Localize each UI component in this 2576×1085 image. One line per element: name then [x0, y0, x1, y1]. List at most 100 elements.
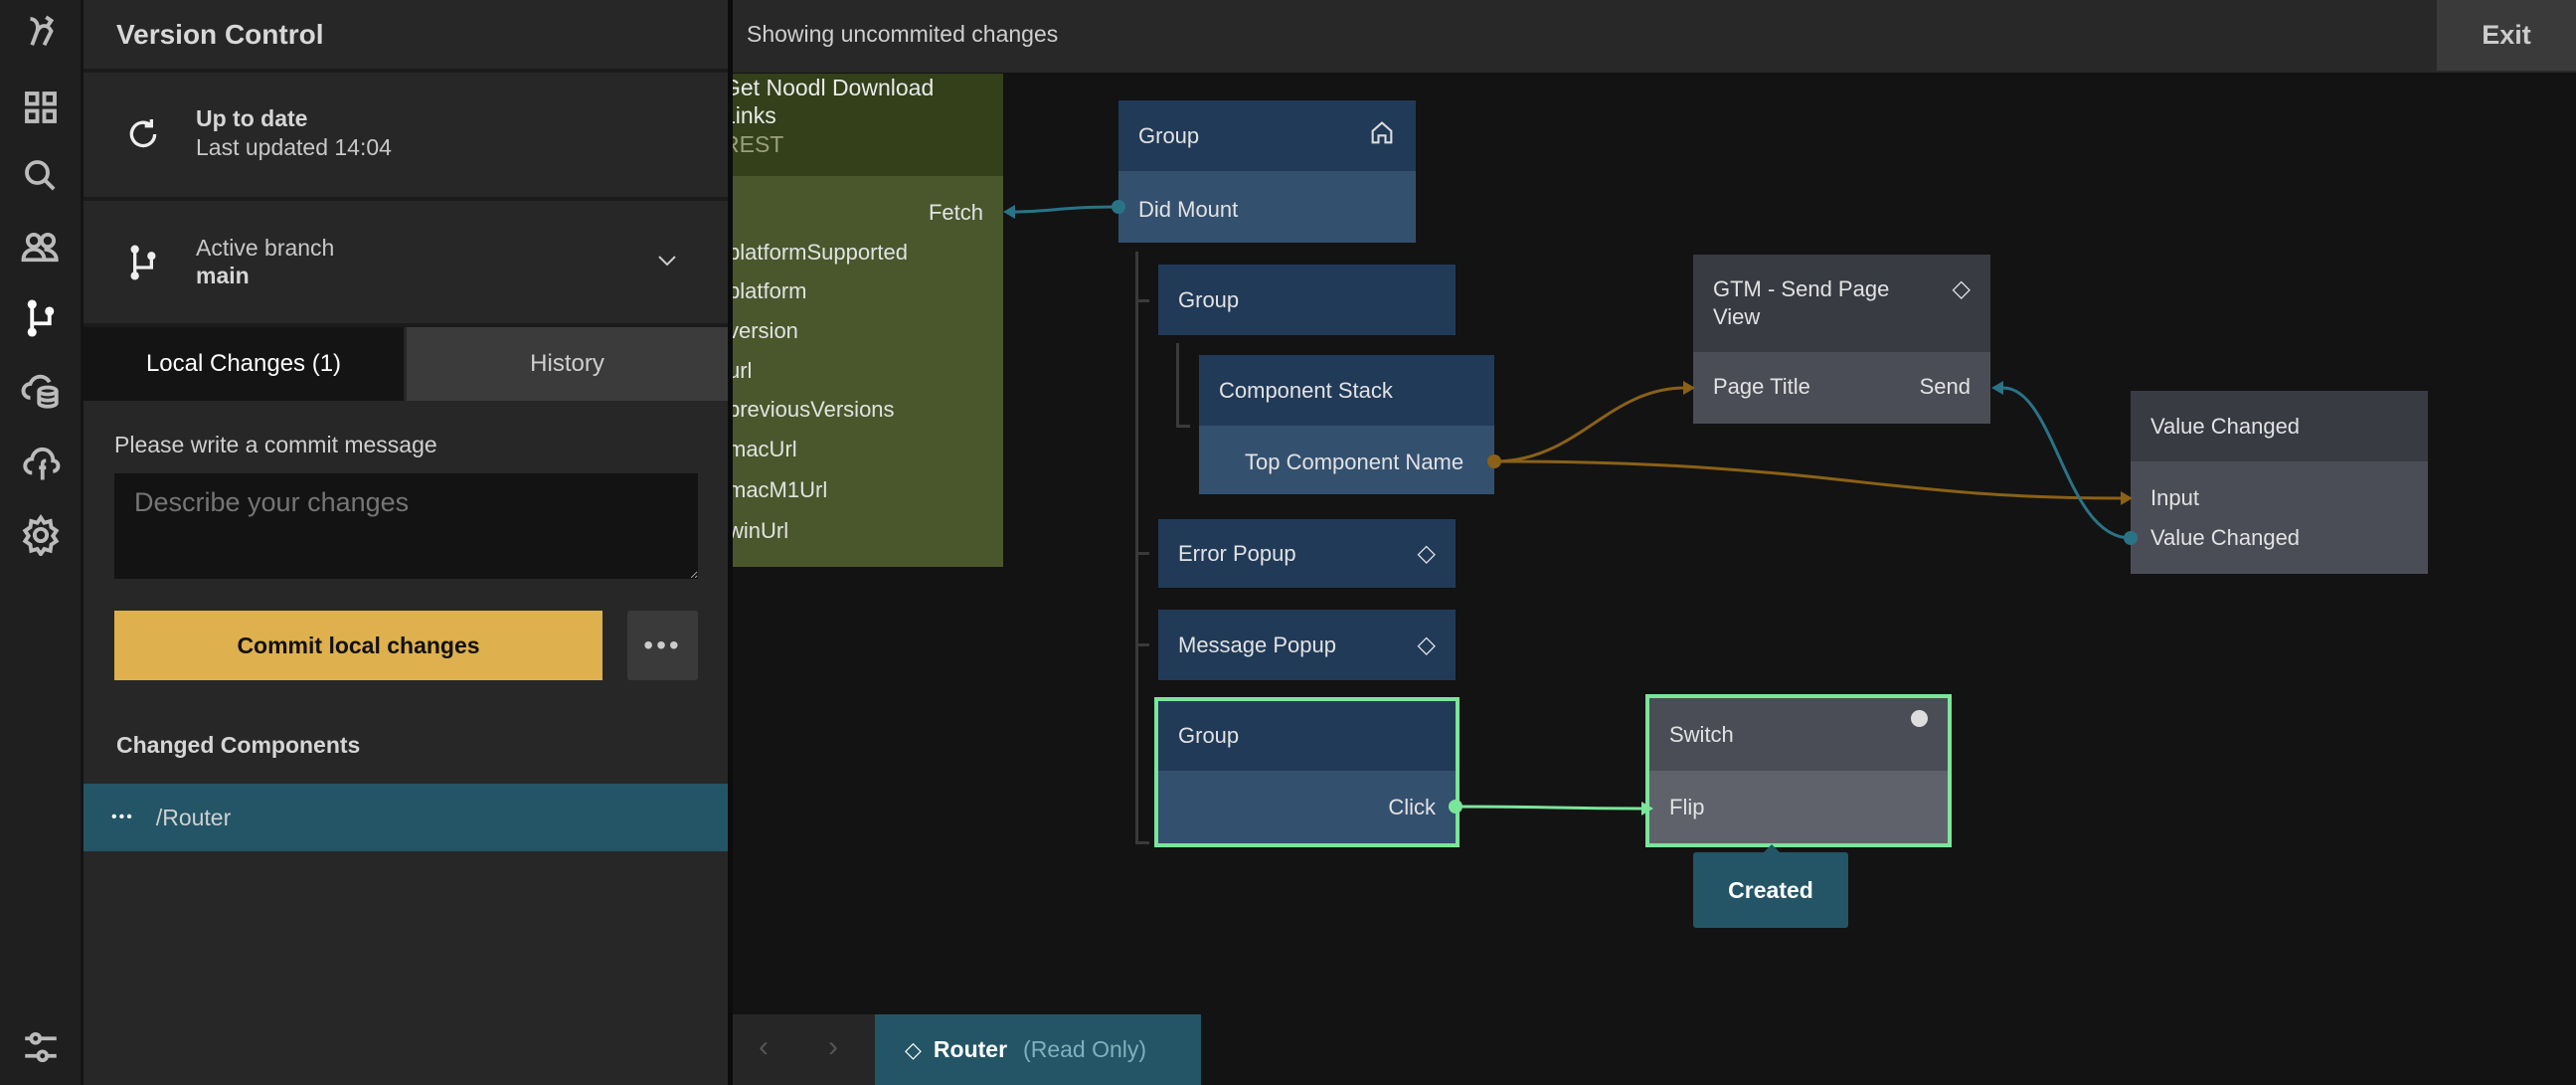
- port-dot: [1449, 800, 1462, 814]
- port-arrow: [2121, 491, 2133, 505]
- rest-port-fetch[interactable]: Fetch: [928, 200, 983, 225]
- branch-label: Active branch: [196, 235, 335, 261]
- node-title: Value Changed: [2150, 413, 2301, 439]
- sync-status: Up to date Last updated 14:04: [84, 73, 728, 201]
- group-created-node[interactable]: Group Click: [1154, 697, 1460, 847]
- rest-port[interactable]: previousVersions: [733, 397, 895, 422]
- port-did-mount[interactable]: Did Mount: [1118, 171, 1416, 243]
- port-top-component-name[interactable]: Top Component Name: [1199, 426, 1494, 494]
- more-options-button[interactable]: •••: [627, 611, 698, 680]
- node-title: Message Popup: [1178, 632, 1336, 657]
- rest-port[interactable]: macM1Url: [733, 477, 828, 502]
- commit-message-label: Please write a commit message: [114, 432, 437, 457]
- branch-selector[interactable]: Active branch main: [84, 201, 728, 327]
- rest-port[interactable]: platformSupported: [733, 240, 908, 265]
- switch-node[interactable]: Switch Flip: [1645, 694, 1952, 847]
- port-arrow: [1003, 205, 1015, 219]
- canvas-topbar: Showing uncommited changes Exit: [733, 0, 2576, 73]
- port-input[interactable]: Input: [2150, 485, 2199, 510]
- read-only-label: (Read Only): [1023, 1036, 1147, 1062]
- rest-node-title: Get Noodl Download Links: [733, 75, 935, 128]
- state-indicator-icon: [1911, 710, 1928, 727]
- gtm-node[interactable]: GTM - Send Page View◇ Page Title Send: [1693, 255, 1990, 424]
- noodl-logo-icon[interactable]: [18, 10, 64, 56]
- group-root-node[interactable]: Group Did Mount: [1118, 100, 1416, 243]
- panel-header: Version Control: [84, 0, 728, 73]
- exit-button[interactable]: Exit: [2437, 0, 2576, 71]
- node-canvas[interactable]: Get Noodl Download Links REST Fetch plat…: [733, 73, 2576, 1085]
- port-dot: [1487, 454, 1501, 468]
- hierarchy-line: [1135, 841, 1149, 844]
- node-title: Group: [1138, 122, 1200, 148]
- component-diamond-icon: ◇: [1417, 540, 1436, 567]
- port-arrow: [1683, 381, 1695, 395]
- port-page-title[interactable]: Page Title: [1713, 374, 1810, 399]
- commit-message-input[interactable]: [114, 473, 698, 579]
- rest-port[interactable]: platform: [733, 278, 807, 303]
- node-title: Error Popup: [1178, 540, 1296, 566]
- cloud-database-icon[interactable]: [18, 368, 64, 414]
- port-value-changed[interactable]: Value Changed: [2150, 525, 2301, 550]
- ellipsis-icon[interactable]: •••: [111, 809, 134, 825]
- changed-components-heading: Changed Components: [116, 732, 361, 758]
- hierarchy-line: [1176, 343, 1179, 428]
- connection-didmount-fetch: [1012, 205, 1119, 214]
- gear-icon[interactable]: [18, 512, 64, 558]
- branch-name: main: [196, 263, 250, 288]
- components-grid-icon[interactable]: [18, 85, 64, 130]
- badge-pointer: [1763, 844, 1781, 853]
- port-send[interactable]: Send: [1919, 374, 1971, 399]
- panel-title: Version Control: [116, 19, 324, 50]
- rest-port[interactable]: url: [733, 358, 753, 383]
- port-dot: [2124, 531, 2138, 545]
- search-icon[interactable]: [18, 153, 64, 199]
- commit-button[interactable]: Commit local changes: [114, 611, 602, 680]
- rest-node[interactable]: Get Noodl Download Links REST Fetch plat…: [733, 74, 1003, 567]
- rest-port[interactable]: winUrl: [733, 518, 789, 543]
- rest-node-type: REST: [733, 131, 784, 157]
- version-control-panel: Version Control Up to date Last updated …: [84, 0, 728, 1085]
- sliders-icon[interactable]: [18, 1024, 64, 1070]
- hierarchy-line: [1135, 299, 1149, 302]
- tab-local-changes[interactable]: Local Changes (1): [84, 327, 404, 401]
- chevron-down-icon[interactable]: [655, 253, 679, 273]
- port-arrow: [1991, 381, 2003, 395]
- node-title: Component Stack: [1219, 377, 1393, 403]
- back-arrow-icon[interactable]: ‹: [759, 1030, 769, 1063]
- cloud-function-icon[interactable]: [18, 440, 64, 485]
- connection-valuechanged-send: [2002, 386, 2132, 540]
- refresh-icon[interactable]: [123, 114, 163, 154]
- component-name: Router: [933, 1036, 1008, 1062]
- changed-item-router[interactable]: ••• /Router: [84, 784, 728, 851]
- message-popup-node[interactable]: Message Popup ◇: [1158, 610, 1456, 680]
- port-flip[interactable]: Flip: [1649, 771, 1948, 843]
- connection-topname-input: [1493, 459, 2124, 500]
- created-badge: Created: [1693, 852, 1848, 928]
- users-icon[interactable]: [18, 225, 64, 271]
- port-arrow: [1641, 802, 1653, 815]
- rest-port[interactable]: version: [733, 318, 798, 343]
- port-dot: [1112, 200, 1125, 214]
- group-node[interactable]: Group: [1158, 265, 1456, 335]
- ellipsis-icon: •••: [643, 630, 682, 660]
- error-popup-node[interactable]: Error Popup ◇: [1158, 519, 1456, 588]
- forward-arrow-icon[interactable]: ›: [828, 1030, 838, 1063]
- connection-click-flip: [1455, 805, 1643, 811]
- status-title: Up to date: [196, 105, 308, 131]
- rest-node-header: Get Noodl Download Links REST: [733, 74, 1003, 176]
- component-tab-router[interactable]: ◇ Router (Read Only): [875, 1014, 1201, 1085]
- panel-divider[interactable]: [728, 0, 733, 1085]
- tab-history[interactable]: History: [407, 327, 728, 401]
- value-changed-node[interactable]: Value Changed Input Value Changed: [2131, 391, 2428, 574]
- changed-item-name: /Router: [155, 804, 232, 830]
- branch-icon: [123, 243, 163, 282]
- node-title: GTM - Send Page View: [1713, 276, 1890, 329]
- hierarchy-line: [1135, 252, 1138, 844]
- connections-layer: [1003, 200, 2138, 815]
- port-click[interactable]: Click: [1158, 771, 1456, 843]
- rest-port[interactable]: macUrl: [733, 437, 797, 461]
- branch-icon[interactable]: [18, 295, 64, 341]
- component-stack-node[interactable]: Component Stack Top Component Name: [1199, 355, 1494, 494]
- component-diamond-icon: ◇: [1417, 632, 1436, 658]
- node-title: Group: [1178, 286, 1240, 312]
